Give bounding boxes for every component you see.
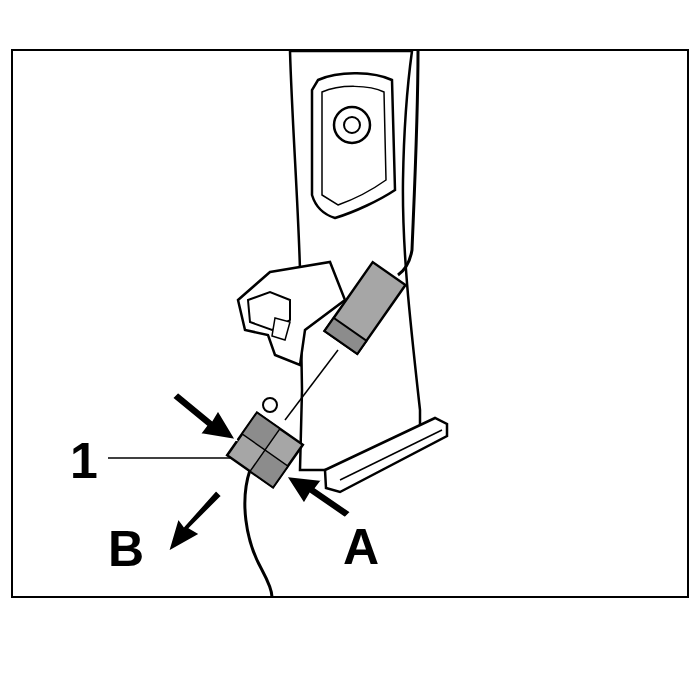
wire	[285, 350, 338, 420]
press-arrow	[172, 392, 236, 440]
direction-letter: A	[343, 522, 379, 572]
recess-inner	[322, 86, 386, 205]
frame	[12, 50, 688, 597]
direction-arrow	[168, 490, 222, 552]
clip-bracket	[238, 262, 345, 365]
direction-letter: B	[108, 524, 144, 574]
flange-edge	[340, 430, 442, 480]
base-flange	[325, 418, 447, 492]
direction-arrow	[286, 476, 351, 518]
clip-detail	[272, 318, 290, 340]
bolt	[334, 107, 370, 143]
screw	[263, 398, 277, 412]
callout-number: 1	[70, 436, 98, 486]
cable	[245, 470, 272, 597]
upper-connector	[325, 262, 406, 354]
cable	[398, 51, 418, 275]
recess	[312, 73, 395, 218]
bolt-hole	[344, 117, 360, 133]
leader-line	[108, 457, 232, 459]
